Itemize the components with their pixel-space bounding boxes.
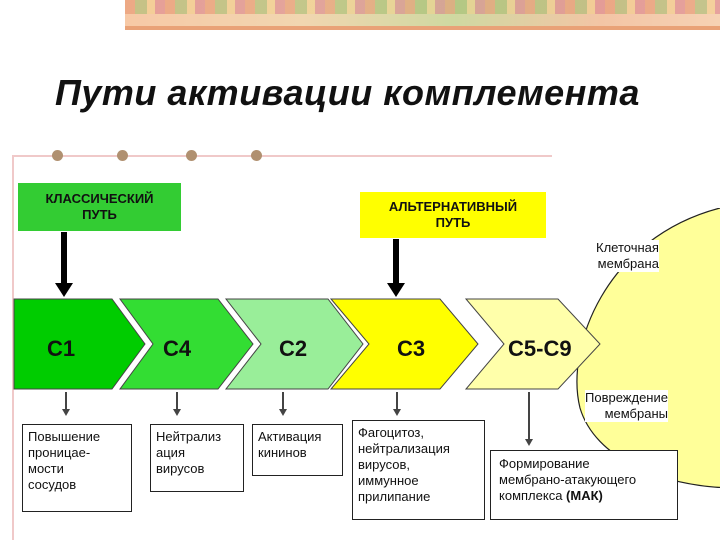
membrane-damage-line1: Повреждение: [585, 390, 668, 405]
classical-arrow-shaft: [61, 232, 67, 284]
divider-line-vertical: [12, 155, 14, 540]
c5-c9-arrow: [464, 298, 601, 390]
effect-c5-c9-line2: мембрано-атакующего: [499, 472, 637, 487]
effect-c3-line: иммунное: [358, 473, 419, 488]
effect-c3-box: Фагоцитоз, нейтрализация вирусов, иммунн…: [352, 420, 485, 520]
effect-c1-line: проницае-: [28, 445, 91, 460]
c4-connector: [176, 392, 178, 410]
bullet-dot: [251, 150, 262, 161]
effect-c4-line: вирусов: [156, 461, 205, 476]
classical-pathway-box: КЛАССИЧЕСКИЙ ПУТЬ: [18, 183, 181, 231]
effect-c2-box: Активация кининов: [252, 424, 343, 476]
effect-c5-c9-box: Формирование мембрано-атакующего комплек…: [490, 450, 678, 520]
effect-c5-c9-line3-prefix: комплекса: [499, 488, 567, 503]
classical-pathway-label-line1: КЛАССИЧЕСКИЙ: [45, 191, 154, 206]
alternative-arrow-head: [387, 283, 405, 297]
alternative-arrow-shaft: [393, 239, 399, 284]
alternative-pathway-label-line2: ПУТЬ: [435, 215, 471, 230]
c5-c9-connector-head: [525, 439, 533, 446]
effect-c3-line: нейтрализация: [358, 441, 450, 456]
c2-connector: [282, 392, 284, 410]
c3-arrow: [329, 298, 479, 390]
c3-connector: [396, 392, 398, 410]
membrane-damage-line2: мембраны: [604, 406, 668, 421]
complement-cascade-arrows: [13, 298, 601, 390]
component-c4-label: C4: [163, 336, 192, 361]
c1-arrow: [13, 298, 146, 390]
alternative-pathway-box: АЛЬТЕРНАТИВНЫЙ ПУТЬ: [360, 192, 546, 238]
effect-c2-line: кининов: [258, 445, 307, 460]
effect-c3-line: вирусов,: [358, 457, 410, 472]
effect-c4-line: Нейтрализ: [156, 429, 222, 444]
effect-c1-line: мости: [28, 461, 64, 476]
effect-c2-line: Активация: [258, 429, 322, 444]
classical-pathway-label-line2: ПУТЬ: [82, 207, 117, 222]
mak-abbreviation: (МАК): [566, 488, 603, 503]
effect-c3-line: Фагоцитоз,: [358, 425, 424, 440]
bullet-dot: [117, 150, 128, 161]
effect-c4-box: Нейтрализ ация вирусов: [150, 424, 244, 492]
component-c3-label: C3: [397, 336, 426, 361]
effect-c4-line: ация: [156, 445, 185, 460]
c1-connector-head: [62, 409, 70, 416]
page-title: Пути активации комплемента: [55, 72, 640, 113]
component-c5-c9-label: C5-C9: [508, 336, 572, 361]
effect-c3-line: прилипание: [358, 489, 431, 504]
membrane-damage-label: Повреждение мембраны: [585, 390, 668, 422]
effect-c1-line: сосудов: [28, 477, 77, 492]
component-c1-label: C1: [47, 336, 76, 361]
effect-c1-line: Повышение: [28, 429, 101, 444]
c4-connector-head: [173, 409, 181, 416]
classical-arrow-head: [55, 283, 73, 297]
effect-c5-c9-line3: комплекса (МАК): [499, 488, 669, 504]
effect-c5-c9-line1: Формирование: [499, 456, 590, 471]
c4-arrow: [119, 298, 254, 390]
c3-connector-head: [393, 409, 401, 416]
c2-arrow: [224, 298, 364, 390]
bullet-dot: [52, 150, 63, 161]
divider-line: [12, 155, 552, 157]
c1-connector: [65, 392, 67, 410]
bullet-dot: [186, 150, 197, 161]
decorative-banner: [125, 0, 720, 30]
component-c2-label: C2: [279, 336, 308, 361]
c2-connector-head: [279, 409, 287, 416]
alternative-pathway-label-line1: АЛЬТЕРНАТИВНЫЙ: [388, 199, 518, 214]
membrane-label-line1: Клеточная: [596, 240, 659, 255]
c5-c9-connector: [528, 392, 530, 440]
membrane-label: Клеточная мембрана: [596, 240, 659, 272]
effect-c1-box: Повышение проницае- мости сосудов: [22, 424, 132, 512]
membrane-label-line2: мембрана: [597, 256, 659, 271]
